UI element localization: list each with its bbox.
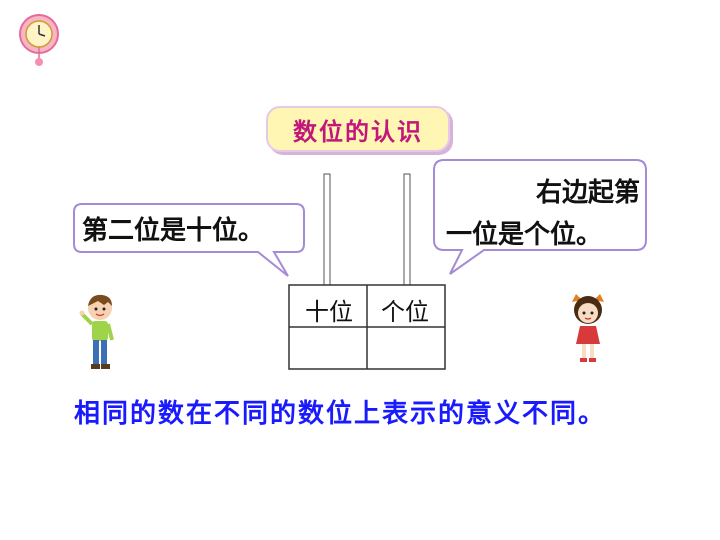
right-bubble-line2: 一位是个位。 <box>446 220 603 250</box>
left-bubble-text: 第二位是十位。 <box>82 216 265 246</box>
conclusion-text: 相同的数在不同的数位上表示的意义不同。 <box>74 399 607 429</box>
girl-figure <box>572 294 604 362</box>
page-title: 数位的认识 <box>293 117 423 146</box>
tens-place-label: 十位 <box>305 298 353 326</box>
ones-place-label: 个位 <box>381 298 429 326</box>
right-bubble-line1: 右边起第 <box>535 178 640 208</box>
title-badge: 数位的认识 <box>266 106 450 152</box>
boy-figure <box>79 294 114 369</box>
clock-icon <box>19 14 59 66</box>
